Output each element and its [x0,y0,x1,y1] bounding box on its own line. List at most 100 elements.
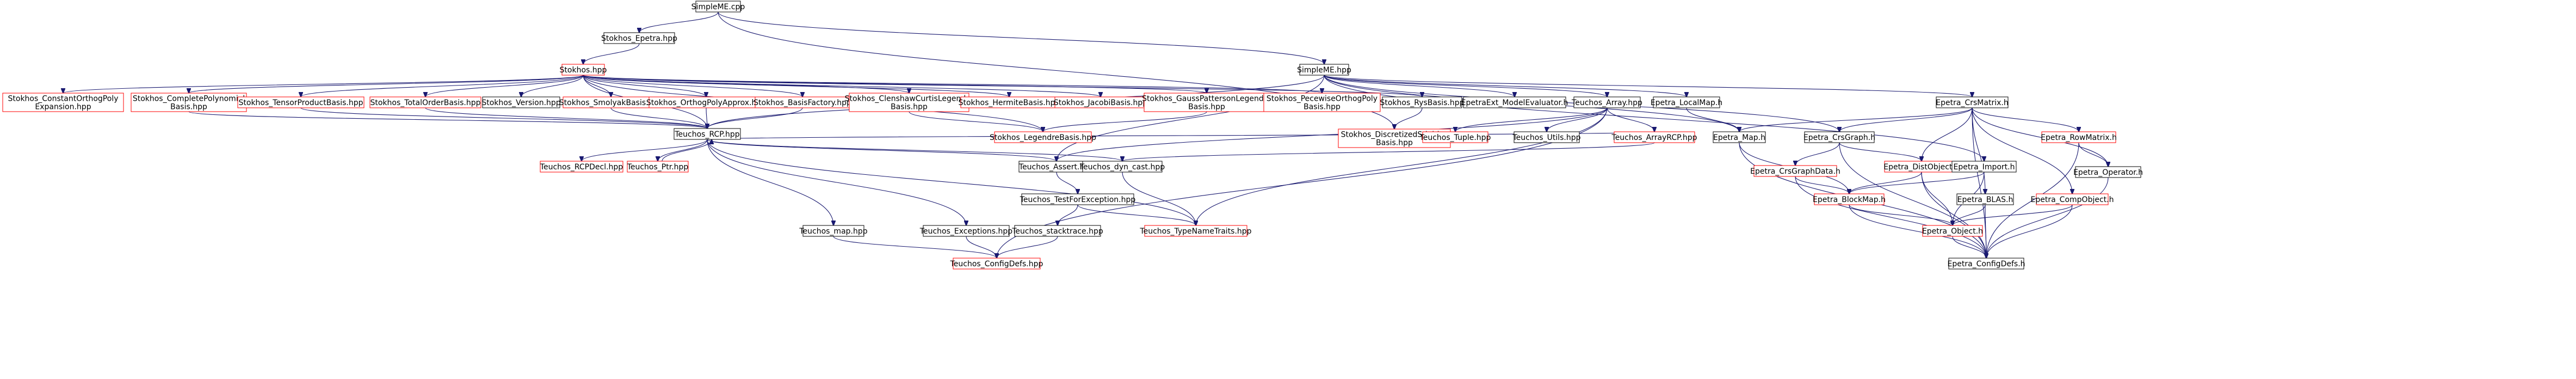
edge-epetra_rowmatrix-to-epetra_operator [2078,142,2108,167]
node-label: Stokhos_TotalOrderBasis.hpp [370,99,480,107]
node-teuchos_assert[interactable]: Teuchos_Assert.hpp [1018,161,1095,173]
node-box [369,96,481,108]
node-epetra_import[interactable]: Epetra_Import.h [1951,161,2017,173]
edge-epetra_crsgraph-to-epetra_configdefs [1839,142,1986,258]
node-hermite[interactable]: Stokhos_HermiteBasis.hpp [959,96,1060,108]
node-test_for_exc[interactable]: Teuchos_TestForException.hpp [1020,193,1136,205]
node-teuchos_rcp[interactable]: Teuchos_RCP.hpp [674,128,741,140]
edge-simple_me_hpp-to-epetra_crsmatrix [1324,75,1972,97]
node-version[interactable]: Stokhos_Version.hpp [481,96,561,108]
node-label: Epetra_CrsMatrix.h [1936,99,2008,107]
edge-teuchos_assert-to-test_for_exc [1056,172,1078,194]
node-label: Stokhos_LegendreBasis.hpp [990,133,1096,142]
node-teuchos_array[interactable]: Teuchos_Array.hpp [1571,96,1642,108]
node-stacktrace[interactable]: Teuchos_stacktrace.hpp [1011,225,1103,237]
edge-blockmap-to-epetra_object [1849,204,1953,225]
node-label: Teuchos_Utils.hpp [1512,133,1581,142]
node-label: Basis.hpp [1304,103,1340,112]
edge-epetra_blas-to-epetra_configdefs [1985,204,1986,258]
node-label: Epetra_BLAS.h [1957,195,2013,204]
edge-simple-to-stokhos_epetra [639,11,719,33]
edge-stokhos-to-tensor_prod [301,75,584,97]
node-epetra_blas[interactable]: Epetra_BLAS.h [1956,193,2014,205]
node-dyn_cast[interactable]: Teuchos_dyn_cast.hpp [1079,161,1165,173]
node-label: Epetra_Object.h [1922,227,1983,236]
edge-stokhos-to-jacobi [583,75,1101,97]
node-smolyak[interactable]: Stokhos_SmolyakBasis.hpp [559,96,663,108]
edge-simple_me_hpp-to-epetra_import [1324,75,1984,161]
node-epetra_map[interactable]: Epetra_Map.h [1713,131,1766,143]
node-box [1653,96,1720,108]
node-epetra_localmap[interactable]: Epetra_LocalMap.h [1651,96,1722,108]
node-typenametraits[interactable]: Teuchos_TypeNameTraits.hpp [1139,225,1252,237]
node-teuchos_arrayrcp[interactable]: Teuchos_ArrayRCP.hpp [1611,131,1697,143]
node-teuchos_utils[interactable]: Teuchos_Utils.hpp [1512,131,1581,143]
edge-stokhos-to-piecewise [583,75,1322,93]
node-epetra_rowmatrix[interactable]: Epetra_RowMatrix.h [2041,131,2117,143]
node-box [603,32,675,44]
edge-simple_me_hpp-to-teuchos_assert [1057,75,1325,161]
node-jacobi[interactable]: Stokhos_JacobiBasis.hpp [1054,96,1147,108]
node-epetra_crsmatrix[interactable]: Epetra_CrsMatrix.h [1936,96,2009,108]
node-blockmap[interactable]: Epetra_BlockMap.h [1813,193,1886,205]
node-simple[interactable]: SimpleME.cpp [691,1,745,13]
node-rcpdecl[interactable]: Teuchos_RCPDecl.hpp [540,161,623,173]
edge-epetra_operator-to-epetra_configdefs [1986,177,2109,258]
node-stokhos[interactable]: Stokhos.hpp [560,64,607,76]
edge-teuchos_rcp-to-typenametraits [707,139,1196,225]
node-teuchos_exceptions[interactable]: Teuchos_Exceptions.hpp [919,225,1012,237]
node-label: Epetra_ConfigDefs.h [1947,260,2025,268]
node-ortho_approx[interactable]: Stokhos_OrthogPolyApprox.hpp [646,96,766,108]
edge-epetra_crsmatrix-to-compobject [1972,107,2072,194]
node-box [1573,96,1641,108]
edge-gauss_patterson-to-legendre [1043,111,1207,132]
node-box [923,225,1010,237]
edge-stacktrace-to-teuchos_configdefs [997,236,1058,258]
node-box [1422,131,1488,143]
node-label: Teuchos_Exceptions.hpp [919,227,1012,236]
node-teuchos_ptr[interactable]: Teuchos_Ptr.hpp [627,161,689,173]
node-box [695,1,741,13]
node-label: Teuchos_TestForException.hpp [1020,195,1136,204]
node-epetra_configdefs[interactable]: Epetra_ConfigDefs.h [1947,258,2025,270]
node-label: Teuchos_Assert.hpp [1018,163,1094,172]
node-label: Stokhos_PecewiseOrthogPoly [1267,95,1377,103]
node-epetra_object[interactable]: Epetra_Object.h [1922,225,1983,237]
node-label: Stokhos_SmolyakBasis.hpp [559,99,663,107]
node-epetra_crsgraph[interactable]: Epetra_CrsGraph.h [1803,131,1875,143]
edge-dyn_cast-to-typenametraits [1122,172,1196,225]
node-box [953,258,1041,270]
node-basis_factory[interactable]: Stokhos_BasisFactory.hpp [753,96,851,108]
node-box [540,161,623,173]
node-epetraext_me[interactable]: EpetraExt_ModelEvaluator.h [1461,96,1568,108]
node-label: Stokhos_Version.hpp [481,99,560,107]
node-tensor_prod[interactable]: Stokhos_TensorProductBasis.hpp [237,96,365,108]
node-simple_me_hpp[interactable]: SimpleME.hpp [1297,64,1351,76]
node-rys[interactable]: Stokhos_RysBasis.hpp [1380,96,1465,108]
node-label: Teuchos_Array.hpp [1571,99,1642,107]
edge-teuchos_rcp-to-rcpdecl [582,139,708,161]
node-label: Epetra_LocalMap.h [1651,99,1722,107]
node-teuchos_configdefs[interactable]: Teuchos_ConfigDefs.hpp [950,258,1043,270]
edge-epetra_object-to-epetra_configdefs [1952,236,1986,258]
node-label: Teuchos_ConfigDefs.hpp [950,260,1043,268]
node-crsgraphdata[interactable]: Epetra_CrsGraphData.h [1750,165,1840,177]
node-total_order[interactable]: Stokhos_TotalOrderBasis.hpp [369,96,481,108]
node-legendre[interactable]: Stokhos_LegendreBasis.hpp [990,131,1096,143]
node-label: Stokhos_TensorProductBasis.hpp [239,99,363,107]
node-epetra_operator[interactable]: Epetra_Operator.h [2073,166,2143,178]
node-stokhos_epetra[interactable]: Stokhos_Epetra.hpp [601,32,677,44]
edge-stokhos-to-hermite [583,75,1009,97]
node-teuchos_tuple[interactable]: Teuchos_Tuple.hpp [1419,131,1491,143]
node-box [2036,193,2109,205]
node-compobject[interactable]: Epetra_CompObject.h [2031,193,2114,205]
node-label: Stokhos_ConstantOrthogPoly [8,95,119,103]
node-epetra_distobject[interactable]: Epetra_DistObject.h [1883,161,1960,173]
node-teuchos_map[interactable]: Teuchos_map.hpp [799,225,868,237]
